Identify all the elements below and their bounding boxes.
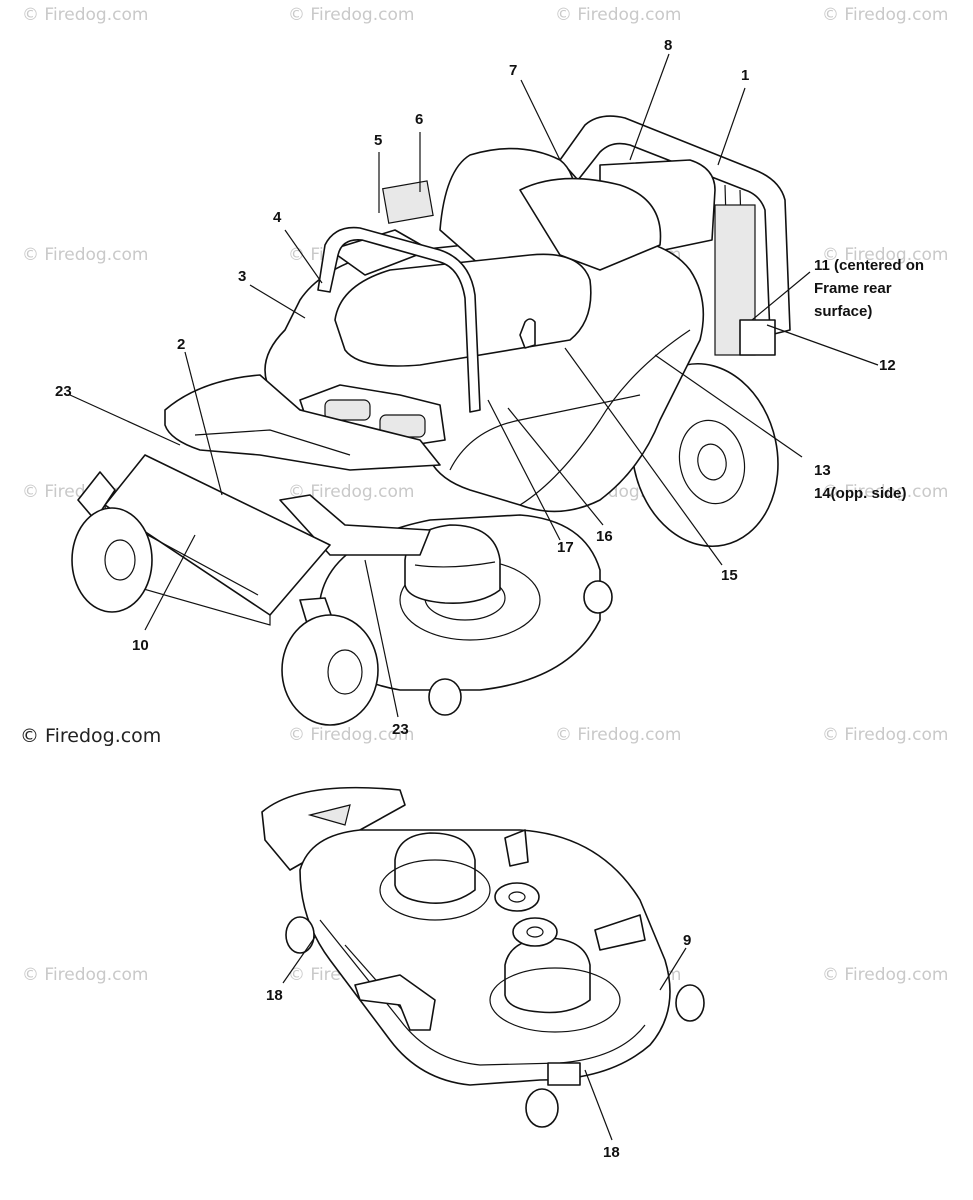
pulley	[512, 917, 558, 947]
callout-label: 18	[266, 987, 283, 1004]
callout-label: 3	[238, 268, 246, 285]
watermark: © Firedog.com	[22, 5, 148, 25]
callout-label: 16	[596, 528, 613, 545]
callout-label: 7	[509, 62, 517, 79]
watermark: © Firedog.com	[555, 5, 681, 25]
callout-label: 9	[683, 932, 691, 949]
callout-label: 14(opp. side)	[814, 485, 907, 502]
front-shield	[104, 454, 331, 616]
callout-label: surface)	[814, 303, 872, 320]
callout-label: 10	[132, 637, 149, 654]
watermark: © Firedog.com	[555, 725, 681, 745]
deck-gauge-wheel	[675, 984, 705, 1022]
callout-label: 5	[374, 132, 382, 149]
armrest-left	[317, 226, 481, 413]
control-lever	[519, 318, 536, 349]
deck-gauge-wheel	[525, 1088, 559, 1128]
callout-label: 23	[392, 721, 409, 738]
watermark: © Firedog.com	[822, 245, 948, 265]
callout-label: 13	[814, 462, 831, 479]
caster-fork	[77, 471, 116, 521]
copyright-notice: © Firedog.com	[20, 725, 161, 747]
callout-label: 1	[741, 67, 749, 84]
front-caster-wheel	[71, 507, 153, 613]
spindle-cover	[394, 832, 476, 905]
callout-label: 17	[557, 539, 574, 556]
callout-label: Frame rear	[814, 280, 892, 297]
front-caster-wheel	[281, 614, 379, 726]
callouts-top: 1 8 7 6 5 4 3 2 23 11 (centered on Frame…	[55, 37, 924, 738]
callout-label: 15	[721, 567, 738, 584]
callout-label: 8	[664, 37, 672, 54]
watermark: © Firedog.com	[822, 965, 948, 985]
callout-label: 23	[55, 383, 72, 400]
watermark: © Firedog.com	[288, 725, 414, 745]
watermark: © Firedog.com	[22, 965, 148, 985]
deck-illustration	[261, 786, 705, 1141]
watermark: © Firedog.com	[822, 5, 948, 25]
callout-label: 18	[603, 1144, 620, 1161]
watermark: © Firedog.com	[22, 245, 148, 265]
mower-illustration	[69, 53, 879, 726]
callout-label: 2	[177, 336, 185, 353]
wheel-bracket	[547, 1062, 581, 1086]
watermark: © Firedog.com	[822, 725, 948, 745]
callouts-bottom: 9 18 18	[266, 932, 691, 1161]
deck-bracket	[504, 829, 529, 867]
pulley	[494, 882, 540, 912]
deck-bracket	[594, 914, 646, 951]
deck-shell	[299, 829, 671, 1086]
watermark: © Firedog.com	[288, 5, 414, 25]
watermark: © Firedog.com	[288, 482, 414, 502]
callout-label: 6	[415, 111, 423, 128]
deck-hanger	[354, 974, 436, 1031]
deck-gauge-wheel	[583, 580, 613, 614]
discharge-deflector	[261, 786, 406, 871]
watermark: © Firedog.com	[822, 482, 948, 502]
deck-gauge-wheel	[285, 916, 315, 954]
callout-label: 12	[879, 357, 896, 374]
deck-gauge-wheel	[428, 678, 462, 716]
callout-label: 4	[273, 209, 282, 226]
hood-panel	[382, 180, 434, 224]
spindle-cover	[504, 937, 591, 1014]
callout-label: 11 (centered on	[814, 257, 924, 274]
footrest-pan	[164, 374, 441, 471]
